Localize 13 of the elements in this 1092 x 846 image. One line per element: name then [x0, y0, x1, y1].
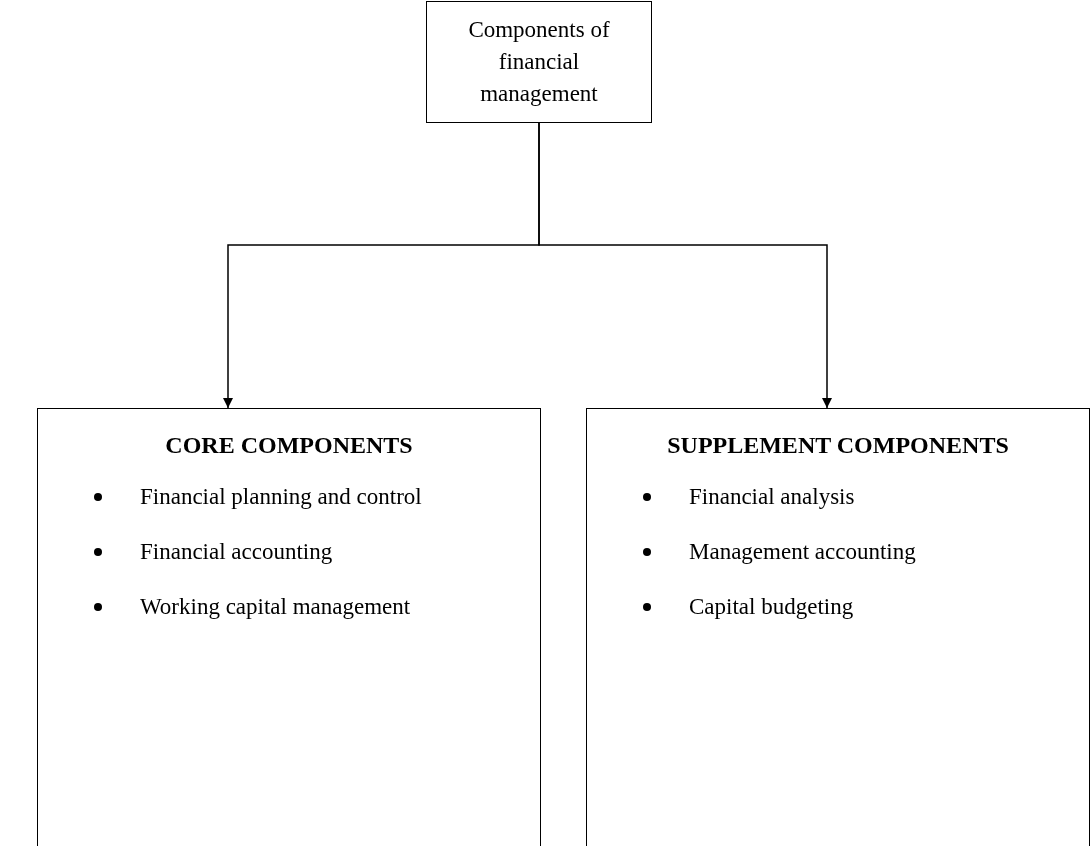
box-heading: SUPPLEMENT COMPONENTS [667, 431, 1009, 460]
category-box [586, 408, 1090, 846]
list-item: Financial analysis [689, 483, 856, 511]
list-item: Financial accounting [140, 538, 334, 566]
box-heading: CORE COMPONENTS [165, 431, 413, 460]
list-item: Capital budgeting [689, 593, 855, 621]
list-item: Management accounting [689, 538, 917, 566]
root-box [426, 1, 652, 123]
list-item: Working capital management [140, 593, 412, 621]
box-title: Components of financial management [467, 16, 611, 108]
arrow [538, 122, 832, 409]
list-item: Financial planning and control [140, 483, 423, 511]
category-box [37, 408, 541, 846]
